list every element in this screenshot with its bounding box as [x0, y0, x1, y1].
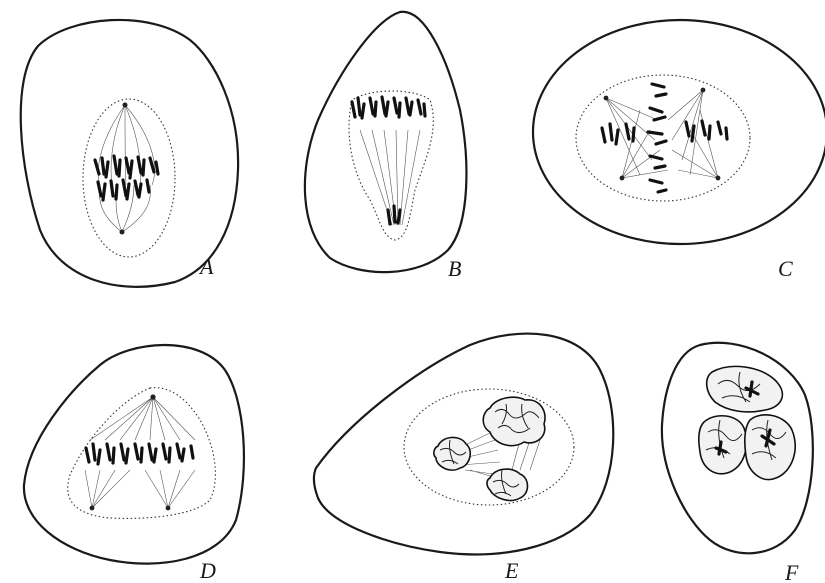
panel-d-label: D: [199, 558, 216, 583]
panel-b-cell: B: [305, 12, 467, 281]
panel-f-label: F: [784, 560, 799, 583]
panel-a-chromosomes: [95, 156, 158, 200]
panel-c-cell: C: [533, 20, 825, 281]
panel-c-label: C: [778, 256, 793, 281]
panel-f-nuclei: [699, 366, 795, 479]
panel-e-label: E: [504, 558, 519, 583]
panel-f-cell: F: [662, 343, 813, 583]
panel-e-cell: E: [314, 334, 613, 583]
panel-d-chromosomes: [86, 444, 193, 464]
panel-a-label: A: [198, 254, 214, 279]
panel-b-label: B: [448, 256, 461, 281]
panel-d-cell: D: [24, 345, 244, 583]
panel-a-cell: A: [21, 20, 238, 287]
panel-e-nuclei: [434, 397, 545, 500]
